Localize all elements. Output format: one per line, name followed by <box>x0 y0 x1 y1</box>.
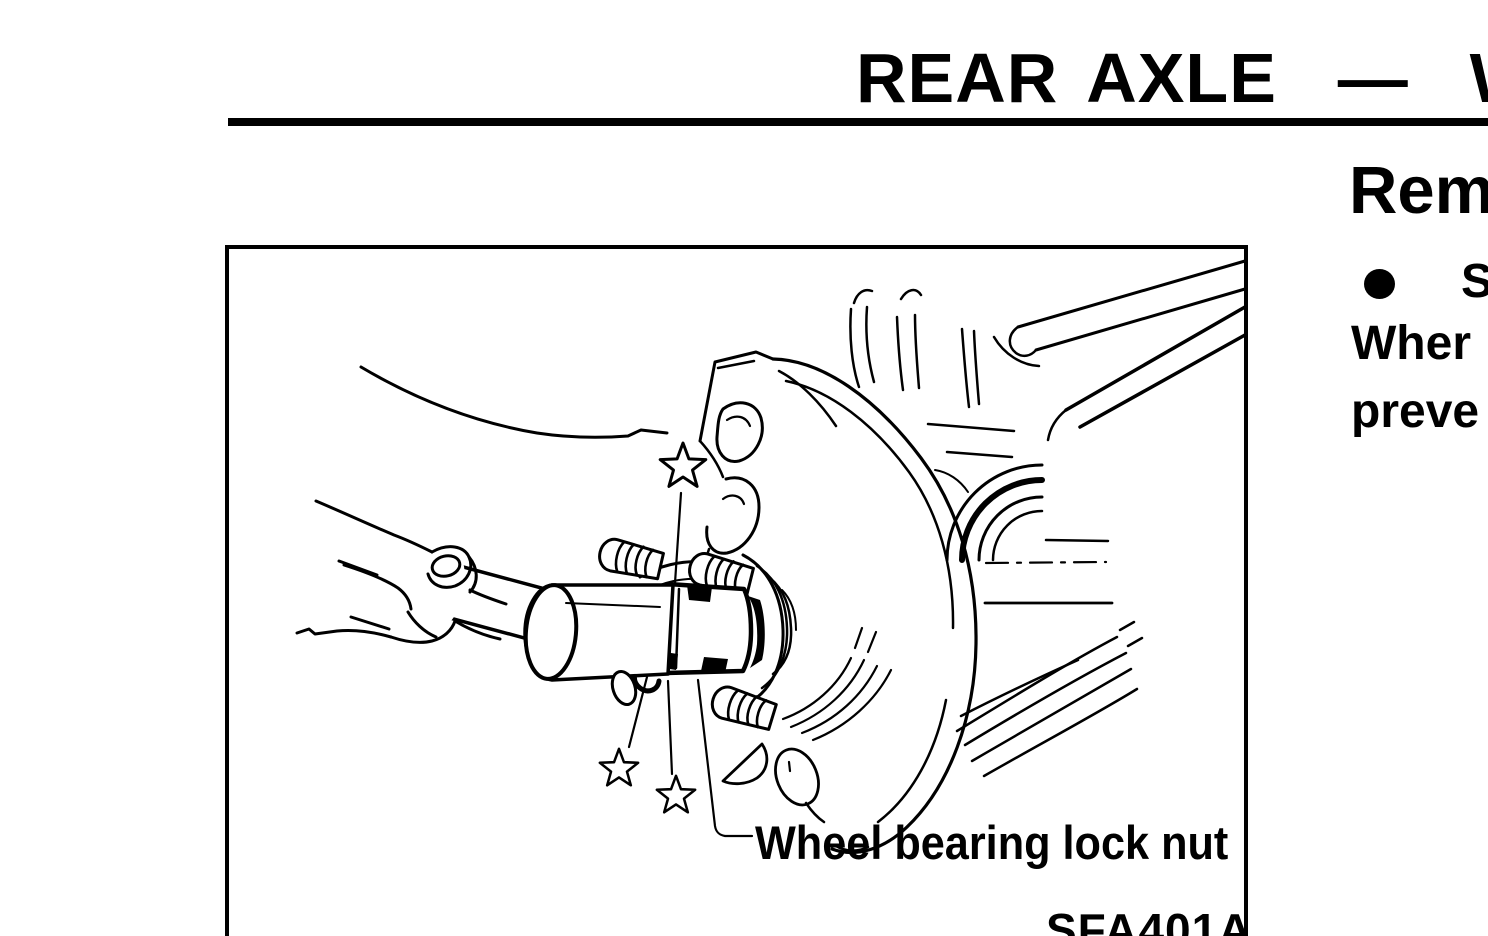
figure-frame <box>225 245 1248 936</box>
bullet-icon <box>1364 269 1395 299</box>
body-text-line: preve <box>1351 385 1480 438</box>
header-rule <box>228 118 1488 126</box>
star-symbol <box>658 441 708 488</box>
upper-suspension-structure <box>849 288 1041 459</box>
bullet-text: Se <box>1461 255 1488 308</box>
wheel-stud <box>610 669 638 707</box>
socket-tool <box>523 583 675 682</box>
suspension-strut <box>1008 259 1247 442</box>
trailing-arm-lines <box>955 620 1144 778</box>
wheel-bearing-lock-nut <box>631 581 765 694</box>
figure-caption: Wheel bearing lock nut <box>755 816 1229 869</box>
figure-code: SFA401A <box>1046 904 1253 936</box>
body-text-line: Wher <box>1351 317 1471 370</box>
star-symbol <box>655 774 697 814</box>
vehicle-body-line <box>359 365 669 439</box>
leader-lines <box>627 491 754 838</box>
page-title: REAR AXLE — Wh <box>856 39 1488 117</box>
wheel-stud <box>706 682 779 734</box>
section-heading: Rem <box>1349 153 1488 228</box>
star-symbol <box>598 747 640 787</box>
wheel-stud <box>595 535 666 584</box>
hand <box>295 499 508 645</box>
